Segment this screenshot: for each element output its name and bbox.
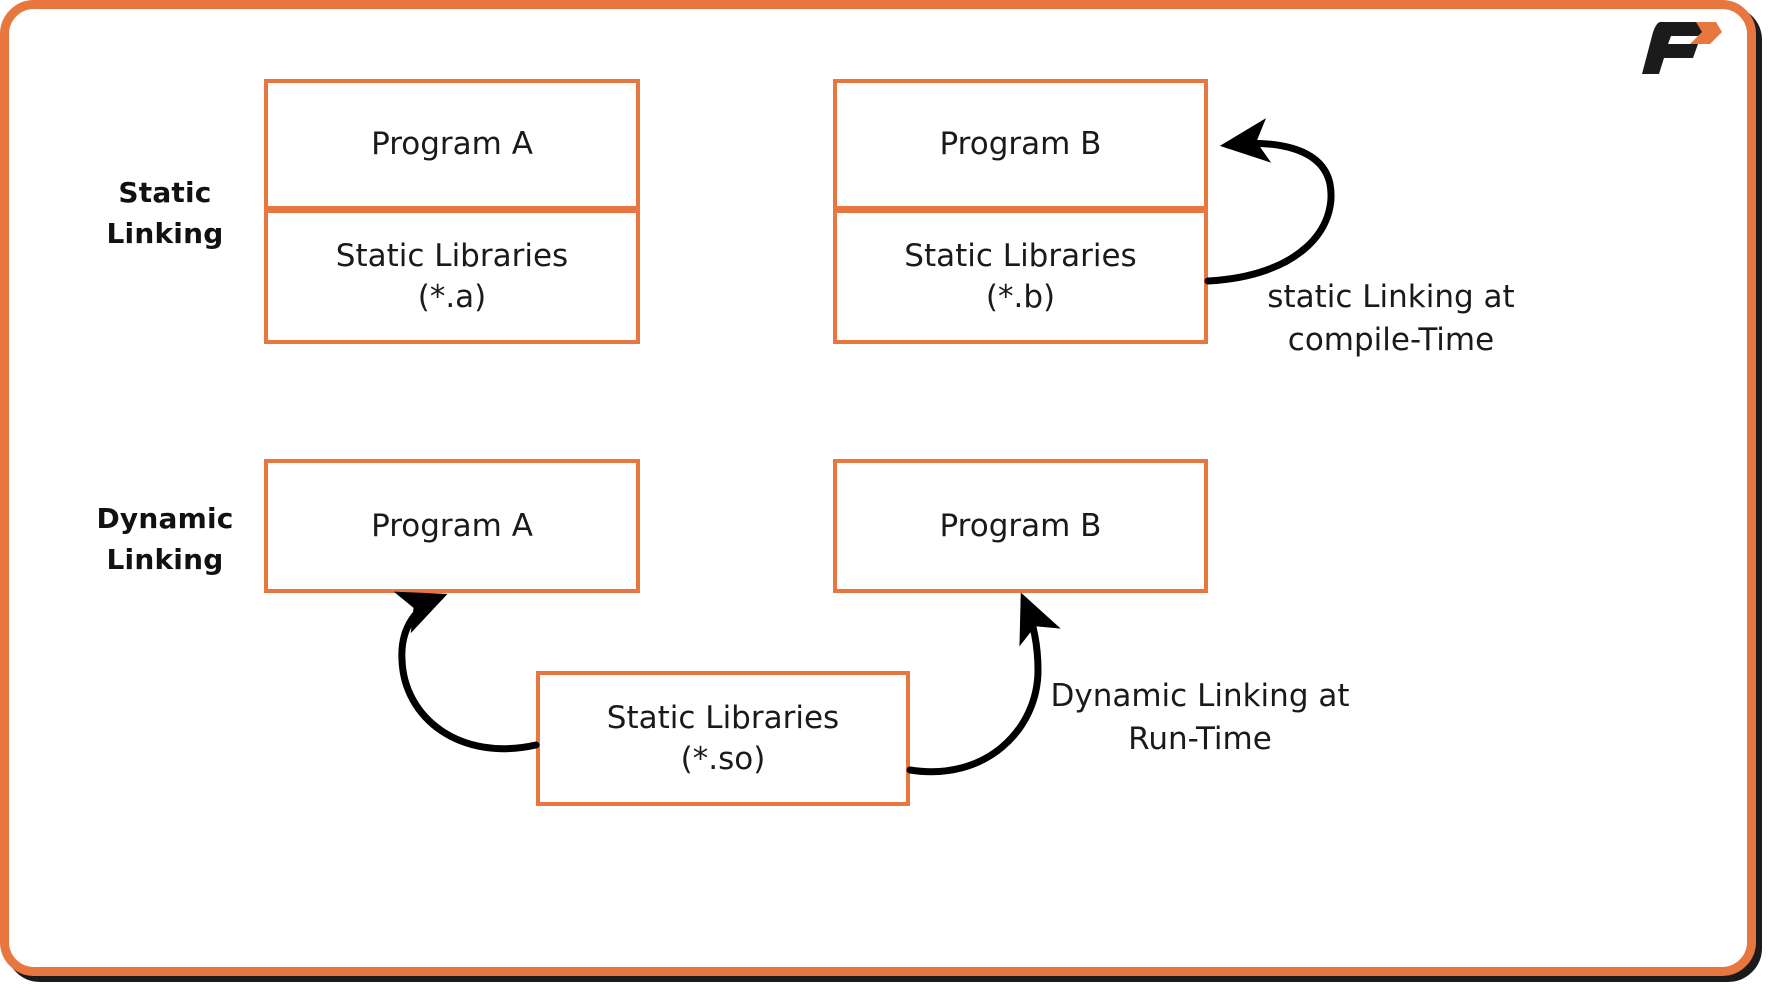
row-label-static: Static Linking xyxy=(70,172,260,255)
box-shared-libs-so-label: Static Libraries (*.so) xyxy=(606,700,840,777)
box-static-program-b: Program B xyxy=(833,79,1208,210)
row-label-static-line1: Static xyxy=(118,176,212,209)
box-static-libs-a: Static Libraries (*.a) xyxy=(264,209,640,344)
box-static-libs-a-label: Static Libraries (*.a) xyxy=(335,238,569,315)
row-label-static-line2: Linking xyxy=(106,217,224,251)
box-static-program-a-label: Program A xyxy=(371,126,533,163)
row-label-dynamic-line1: Dynamic xyxy=(96,502,234,535)
box-dynamic-program-a-label: Program A xyxy=(371,507,533,544)
f-arrow-logo xyxy=(1630,14,1722,76)
box-dynamic-program-b: Program B xyxy=(833,459,1208,593)
box-static-program-a: Program A xyxy=(264,79,640,210)
box-static-libs-b: Static Libraries (*.b) xyxy=(833,209,1208,344)
annotation-static-linking: static Linking at compile-Time xyxy=(1267,279,1515,358)
box-shared-libs-so: Static Libraries (*.so) xyxy=(536,671,910,806)
box-dynamic-program-a: Program A xyxy=(264,459,640,593)
box-static-libs-b-label: Static Libraries (*.b) xyxy=(904,238,1137,315)
box-static-program-b-label: Program B xyxy=(939,126,1102,163)
annotation-dynamic-linking: Dynamic Linking at Run-Time xyxy=(1050,678,1350,757)
row-label-dynamic: Dynamic Linking xyxy=(70,498,260,581)
row-label-dynamic-line2: Linking xyxy=(106,543,224,577)
box-dynamic-program-b-label: Program B xyxy=(939,507,1102,544)
